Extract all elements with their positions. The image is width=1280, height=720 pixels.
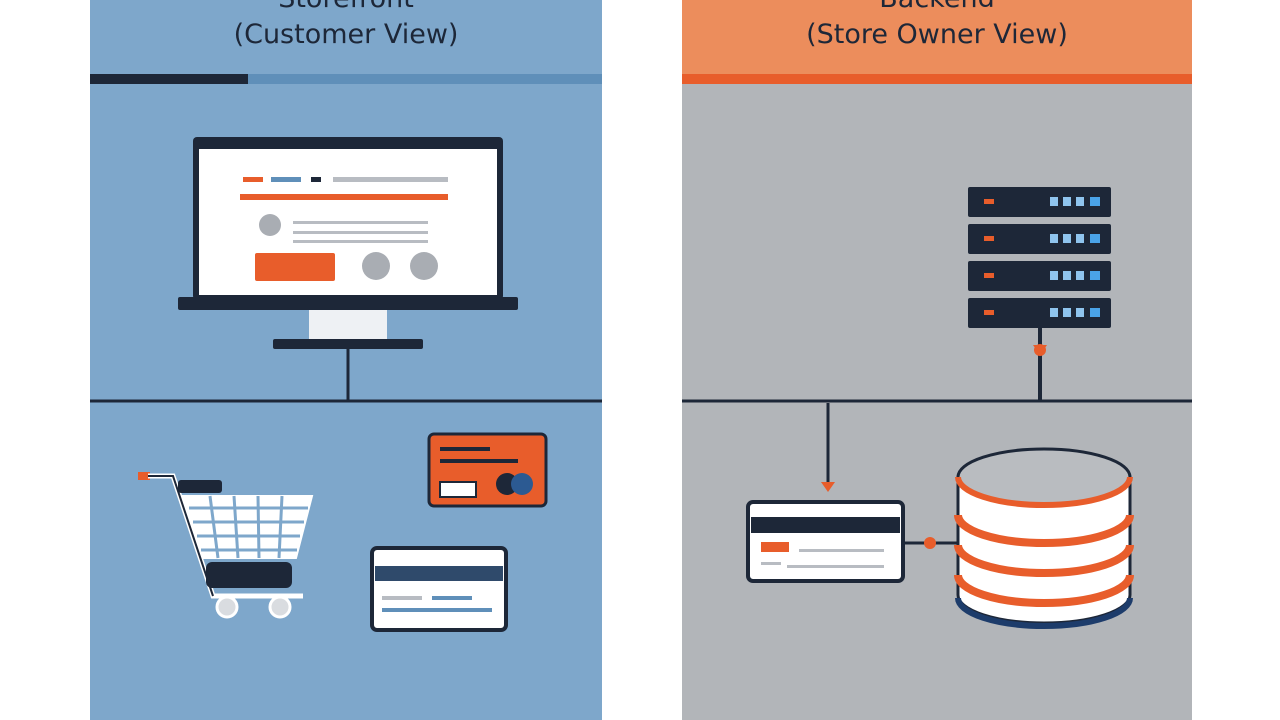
monitor-icon — [178, 137, 518, 401]
database-icon — [954, 447, 1134, 629]
storefront-panel: Storefront (Customer View) — [90, 0, 602, 720]
backend-title: Backend — [682, 0, 1192, 14]
backend-header: Backend (Store Owner View) — [682, 0, 1192, 74]
order-form-icon — [746, 403, 957, 583]
backend-illustration — [682, 187, 1192, 629]
payment-form-icon — [370, 546, 508, 632]
storefront-subtitle: (Customer View) — [233, 19, 459, 50]
storefront-header-bar — [90, 74, 602, 84]
storefront-illustration — [90, 137, 602, 632]
storefront-title: Storefront — [90, 0, 602, 14]
credit-card-icon — [427, 432, 548, 508]
backend-panel: Backend (Store Owner View) — [682, 0, 1192, 720]
server-rack-icon — [968, 187, 1111, 401]
storefront-header: Storefront (Customer View) — [90, 0, 602, 74]
backend-subtitle: (Store Owner View) — [806, 19, 1068, 50]
backend-header-bar — [682, 74, 1192, 84]
shopping-cart-icon — [138, 472, 314, 619]
